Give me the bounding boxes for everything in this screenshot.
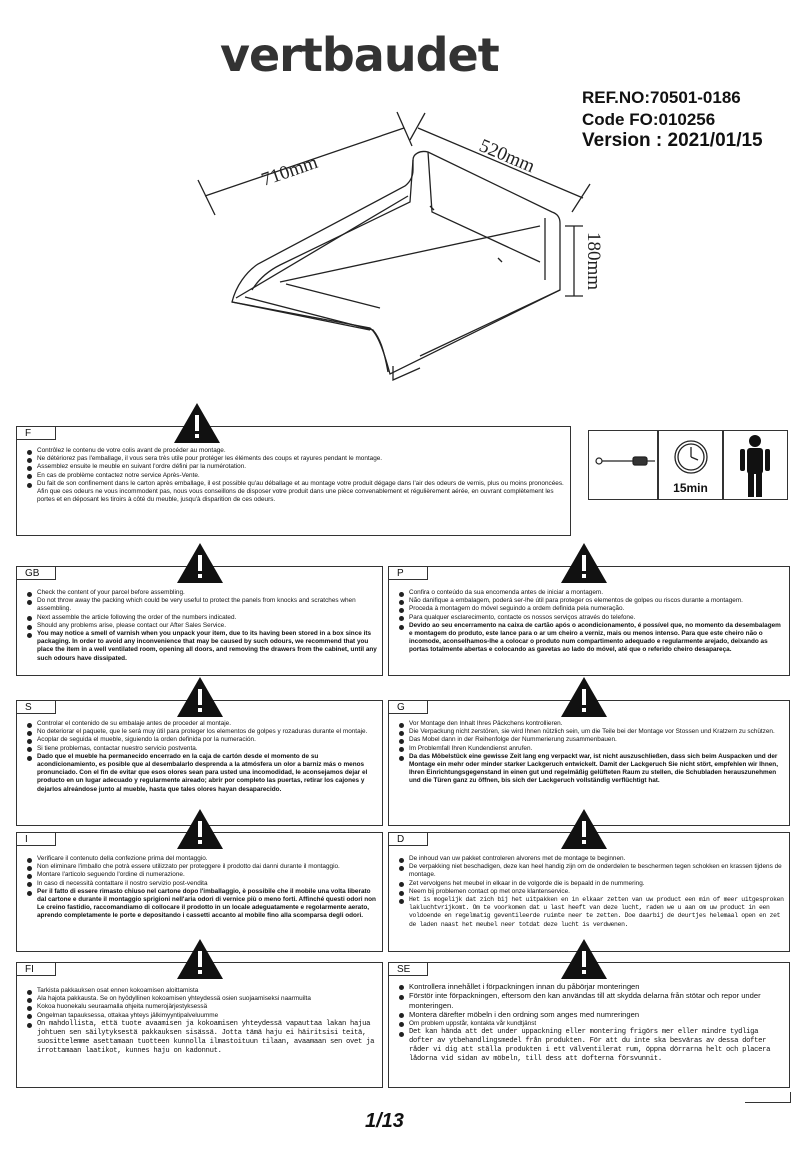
warning-icon <box>561 677 607 717</box>
section-se: SE Kontrollera innehållet i förpackninge… <box>388 939 790 1088</box>
section-code: FI <box>16 962 56 976</box>
list-item: Förstör inte förpackningen, eftersom den… <box>399 991 786 1010</box>
warning-icon <box>177 939 223 979</box>
section-list: Kontrollera innehållet i förpackningen i… <box>399 982 786 1064</box>
section-f: F Contrôlez le contenu de votre colis av… <box>16 403 571 536</box>
section-code: F <box>16 426 56 440</box>
warning-icon <box>177 809 223 849</box>
section-p: P Confira o conteúdo da sua encomenda an… <box>388 543 790 676</box>
section-list: Vor Montage den Inhalt Ihres Päckchens k… <box>399 720 786 786</box>
list-item: Não danifique a embalagem, poderá ser-lh… <box>399 597 786 606</box>
list-item: Kokoa huonekalu seuraamalla ohjeita nume… <box>27 1003 379 1012</box>
section-gb: GB Check the content of your parcel befo… <box>16 543 383 676</box>
section-code: SE <box>388 962 428 976</box>
brand-logo: vertbaudet <box>220 28 500 82</box>
time-label: 15min <box>673 481 708 495</box>
list-item: Should any problems arise, please contac… <box>27 622 379 630</box>
page-number: 1/13 <box>365 1110 404 1132</box>
section-code: P <box>388 566 428 580</box>
section-list: Verificare il contenuto della confezione… <box>27 855 379 921</box>
dimension-width: 710mm <box>259 152 321 191</box>
section-s: S Controlar el contenido de su embalaje … <box>16 677 383 826</box>
section-code: G <box>388 700 428 714</box>
list-item: De inhoud van uw pakket controleren alvo… <box>399 855 786 864</box>
list-item: Ala hajota pakkausta. Se on hyödyllinen … <box>27 995 379 1004</box>
list-item: No deteriorar el paquete, que le será mu… <box>27 728 379 737</box>
list-item: Das Mobel dann in der Reihenfolge der Nu… <box>399 736 786 745</box>
list-item: Do not throw away the packing which coul… <box>27 597 379 613</box>
section-list: Contrôlez le contenu de votre colis avan… <box>27 447 567 504</box>
list-item: Dado que el mueble ha permanecido encerr… <box>27 753 379 794</box>
list-item: Im Problemfall Ihren Kundendienst anrufe… <box>399 745 786 753</box>
section-list: De inhoud van uw pakket controleren alvo… <box>399 855 786 929</box>
person-icon <box>740 435 770 497</box>
list-item: Montera därefter möbeln i den ordning so… <box>399 1010 786 1019</box>
dimension-depth: 520mm <box>476 135 538 177</box>
list-item: Da das Möbelstück eine gewisse Zeit lang… <box>399 753 786 786</box>
list-item: Confira o conteúdo da sua encomenda ante… <box>399 589 786 598</box>
list-item: Om problem uppstår, kontakta vår kundtjä… <box>399 1019 786 1028</box>
code-fo: Code FO:010256 <box>582 110 716 129</box>
section-d: D De inhoud van uw pakket controleren al… <box>388 809 790 952</box>
section-i: I Verificare il contenuto della confezio… <box>16 809 383 952</box>
list-item: Contrôlez le contenu de votre colis avan… <box>27 447 567 456</box>
list-item: Zet vervolgens het meubel in elkaar in d… <box>399 880 786 888</box>
list-item: Tarkista pakkauksen osat ennen kokoamise… <box>27 987 379 996</box>
section-code: GB <box>16 566 56 580</box>
list-item: Verificare il contenuto della confezione… <box>27 855 379 864</box>
list-item: On mahdollista, että tuote avaamisen ja … <box>27 1020 379 1057</box>
list-item: Det kan hända att det under uppackning e… <box>399 1028 786 1064</box>
section-code: S <box>16 700 56 714</box>
list-item: De verpakking niet beschadigen, deze kan… <box>399 863 786 879</box>
list-item: In caso di necessità contattare il nostr… <box>27 880 379 888</box>
list-item: Para qualquer esclarecimento, contacte o… <box>399 614 786 622</box>
section-list: Tarkista pakkauksen osat ennen kokoamise… <box>27 987 379 1057</box>
section-code: D <box>388 832 428 846</box>
warning-icon <box>177 677 223 717</box>
list-item: You may notice a smell of varnish when y… <box>27 630 379 663</box>
warning-icon <box>561 543 607 583</box>
tools-panel: 15min <box>588 430 788 500</box>
list-item: Het is mogelijk dat zich bij het uitpakk… <box>399 896 786 929</box>
dimension-height: 180mm <box>583 232 604 290</box>
list-item: Acoplar de seguida el mueble, siguiendo … <box>27 736 379 745</box>
screwdriver-box <box>588 430 658 500</box>
list-item: Kontrollera innehållet i förpackningen i… <box>399 982 786 991</box>
list-item: Non eliminare l'imballo che potrà essere… <box>27 863 379 872</box>
warning-icon <box>561 939 607 979</box>
version: Version : 2021/01/15 <box>582 130 763 151</box>
list-item: Assemblez ensuite le meuble en suivant l… <box>27 463 567 472</box>
clock-icon <box>674 440 708 474</box>
list-item: Montare l'articolo seguendo l'ordine di … <box>27 871 379 880</box>
list-item: Vor Montage den Inhalt Ihres Päckchens k… <box>399 720 786 729</box>
section-fi: FI Tarkista pakkauksen osat ennen kokoam… <box>16 939 383 1088</box>
list-item: Neem bij problemen contact op met onze k… <box>399 888 786 896</box>
list-item: Per il fatto di essere rimasto chiuso ne… <box>27 888 379 921</box>
corner-mark <box>745 1092 791 1103</box>
list-item: Du fait de son confinement dans le carto… <box>27 480 567 505</box>
section-list: Controlar el contenido de su embalaje an… <box>27 720 379 794</box>
warning-icon <box>177 543 223 583</box>
list-item: Controlar el contenido de su embalaje an… <box>27 720 379 729</box>
list-item: Si tiene problemas, contactar nuestro se… <box>27 745 379 753</box>
list-item: En cas de problème contactez notre servi… <box>27 472 567 480</box>
person-box <box>723 430 788 500</box>
list-item: Check the content of your parcel before … <box>27 589 379 598</box>
list-item: Ongelman tapauksessa, ottakaa yhteys jäl… <box>27 1012 379 1020</box>
product-drawing: 710mm 520mm 180mm <box>197 111 604 382</box>
warning-icon <box>174 403 220 443</box>
list-item: Next assemble the article following the … <box>27 614 379 622</box>
list-item: Proceda à montagem do móvel seguindo a o… <box>399 605 786 614</box>
time-box: 15min <box>658 430 723 500</box>
screwdriver-icon <box>595 456 655 466</box>
list-item: Die Verpackung nicht zerstören, sie wird… <box>399 728 786 737</box>
section-list: Check the content of your parcel before … <box>27 589 379 663</box>
list-item: Devido ao seu encerramento na caixa de c… <box>399 622 786 655</box>
section-list: Confira o conteúdo da sua encomenda ante… <box>399 589 786 655</box>
list-item: Ne détériorez pas l'emballage, il vous s… <box>27 455 567 464</box>
warning-icon <box>561 809 607 849</box>
section-code: I <box>16 832 56 846</box>
section-g: G Vor Montage den Inhalt Ihres Päckchens… <box>388 677 790 826</box>
ref-number: REF.NO:70501-0186 <box>582 88 741 107</box>
